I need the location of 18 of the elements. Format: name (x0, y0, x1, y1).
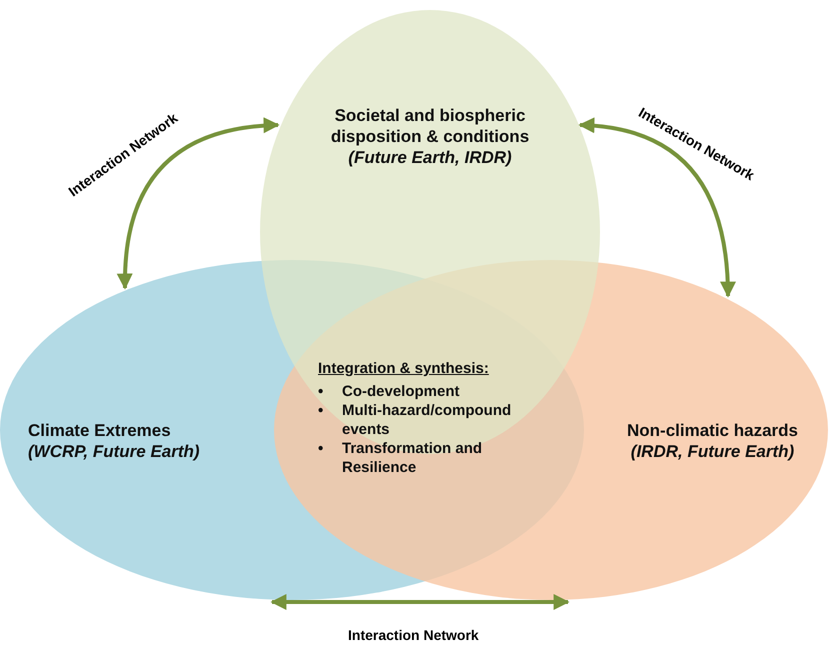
edge-label: Interaction Network (348, 627, 479, 643)
node-title: Non-climatic hazards (626, 420, 799, 441)
node-subtitle: (Future Earth, IRDR) (347, 147, 513, 168)
section-heading: Integration & synthesis: (318, 360, 489, 377)
node-title: Societal and biospheric disposition & conditions (330, 105, 530, 147)
bullet-mark: • (318, 401, 324, 421)
bullet-item: Multi-hazard/compound events (342, 401, 512, 439)
double-arrow (270, 594, 570, 610)
venn-ellipse (260, 10, 600, 454)
node-subtitle: (WCRP, Future Earth) (28, 441, 201, 462)
bullet-item: Transformation and Resilience (342, 439, 484, 477)
node-subtitle: (IRDR, Future Earth) (630, 441, 796, 462)
bullet-mark: • (318, 382, 324, 401)
bullet-mark: • (318, 439, 324, 459)
bullet-item: Co-development (342, 382, 460, 401)
double-arrow (578, 118, 736, 298)
node-title: Climate Extremes (28, 420, 172, 441)
double-arrow (117, 118, 280, 290)
